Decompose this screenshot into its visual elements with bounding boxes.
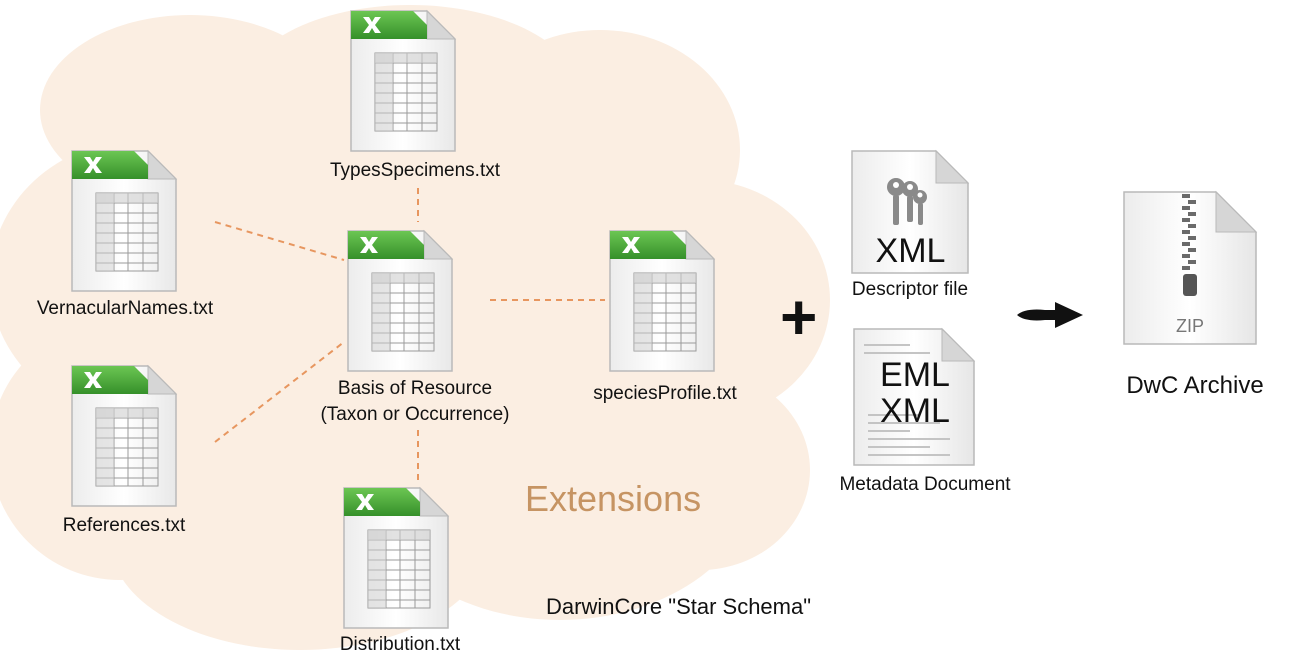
metadata-document-label: Metadata Document <box>839 474 1011 495</box>
spreadsheet-file-icon <box>350 10 456 152</box>
plus-symbol: + <box>780 281 818 353</box>
dwc-archive-label: DwC Archive <box>1126 372 1264 399</box>
extensions-label: Extensions <box>525 478 702 519</box>
descriptor-doc-text: XML <box>875 232 946 270</box>
zip-doc-text: ZIP <box>1175 316 1204 336</box>
text-document-icon <box>853 327 976 466</box>
zip-archive-icon <box>1123 190 1258 345</box>
connector-references <box>214 341 345 443</box>
references-label: References.txt <box>62 515 186 536</box>
diagram-caption: DarwinCore "Star Schema" <box>546 594 812 619</box>
arrow-right-icon <box>1017 302 1083 328</box>
core-label-line1: Basis of Resource <box>337 378 493 399</box>
core-label-line2: (Taxon or Occurrence) <box>320 404 510 425</box>
metadata-doc-line2: XML <box>880 392 950 430</box>
spreadsheet-file-icon <box>71 365 177 507</box>
spreadsheet-file-icon <box>347 230 453 372</box>
connector-vernacular-names <box>214 221 345 261</box>
metadata-doc-line1: EML <box>880 356 950 394</box>
spreadsheet-file-icon <box>343 487 449 629</box>
vernacular-names-label: VernacularNames.txt <box>36 298 214 319</box>
spreadsheet-file-icon <box>609 230 715 372</box>
types-specimens-label: TypesSpecimens.txt <box>329 160 501 181</box>
spreadsheet-file-icon <box>71 150 177 292</box>
keys-document-icon <box>851 149 970 274</box>
distribution-label: Distribution.txt <box>339 634 461 655</box>
species-profile-label: speciesProfile.txt <box>593 383 737 404</box>
descriptor-file-label: Descriptor file <box>851 279 969 300</box>
